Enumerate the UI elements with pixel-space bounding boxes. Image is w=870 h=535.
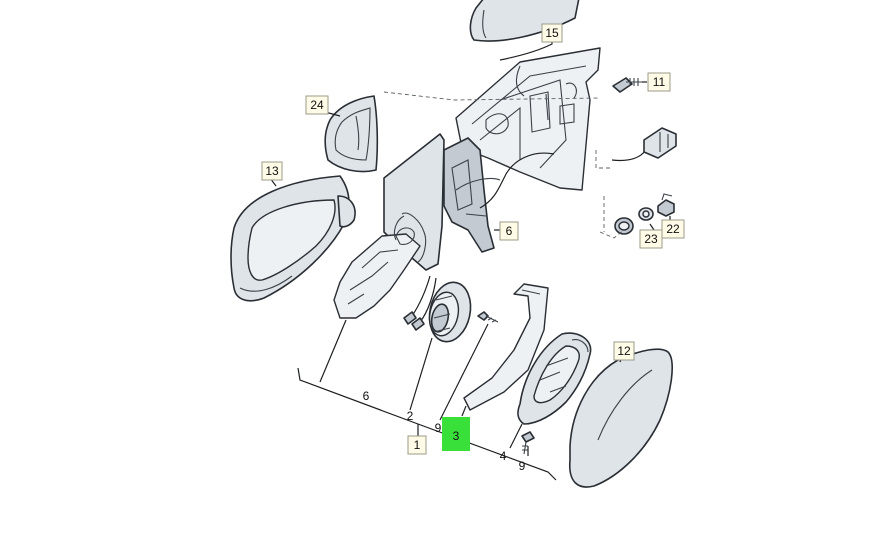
part-4-glass-carrier[interactable] <box>517 332 592 425</box>
highlighted-part-marker <box>442 417 470 451</box>
part-2-adjustment-motor[interactable] <box>424 278 476 345</box>
svg-text:11: 11 <box>653 75 666 89</box>
svg-text:12: 12 <box>617 344 631 358</box>
callout-13: 13 <box>261 161 283 181</box>
part-23-cap[interactable] <box>614 207 654 235</box>
mirror-base-assembly[interactable] <box>333 133 555 319</box>
callout-1: 1 <box>407 435 427 455</box>
wire-leads[interactable] <box>403 275 437 331</box>
callout-6-right: 6 <box>499 221 519 241</box>
label-3-highlighted: 3 <box>453 429 460 443</box>
svg-text:23: 23 <box>644 232 658 246</box>
svg-text:15: 15 <box>545 26 559 40</box>
part-12-mirror-glass[interactable] <box>569 348 673 488</box>
part-15-housing-cap[interactable] <box>469 0 580 42</box>
callout-15: 15 <box>541 23 563 43</box>
label-2: 2 <box>407 409 414 423</box>
svg-text:1: 1 <box>414 438 421 452</box>
label-9-lower: 9 <box>519 459 526 473</box>
label-6-left: 6 <box>363 389 370 403</box>
svg-text:24: 24 <box>310 98 324 112</box>
part-9-screw-lower[interactable] <box>521 431 535 455</box>
svg-text:13: 13 <box>265 164 279 178</box>
label-4: 4 <box>500 449 507 463</box>
reference-line-1 <box>297 367 557 481</box>
part-24-trim-cover[interactable] <box>324 95 379 173</box>
part-9-screw-upper[interactable] <box>477 311 499 323</box>
wiring-connector[interactable] <box>611 127 677 162</box>
part-22-nut[interactable] <box>657 193 675 217</box>
leader-lines <box>269 40 671 456</box>
callout-22: 22 <box>661 219 685 239</box>
callout-11: 11 <box>647 72 671 92</box>
callout-24: 24 <box>305 95 329 115</box>
svg-text:6: 6 <box>506 224 513 238</box>
part-3-seal-strip[interactable] <box>463 283 549 411</box>
callout-12: 12 <box>613 341 635 361</box>
part-11-screw[interactable] <box>612 77 647 93</box>
label-9-upper: 9 <box>435 421 442 435</box>
part-13-housing-cover[interactable] <box>230 175 356 302</box>
svg-text:22: 22 <box>666 222 680 236</box>
callout-23: 23 <box>639 229 663 249</box>
